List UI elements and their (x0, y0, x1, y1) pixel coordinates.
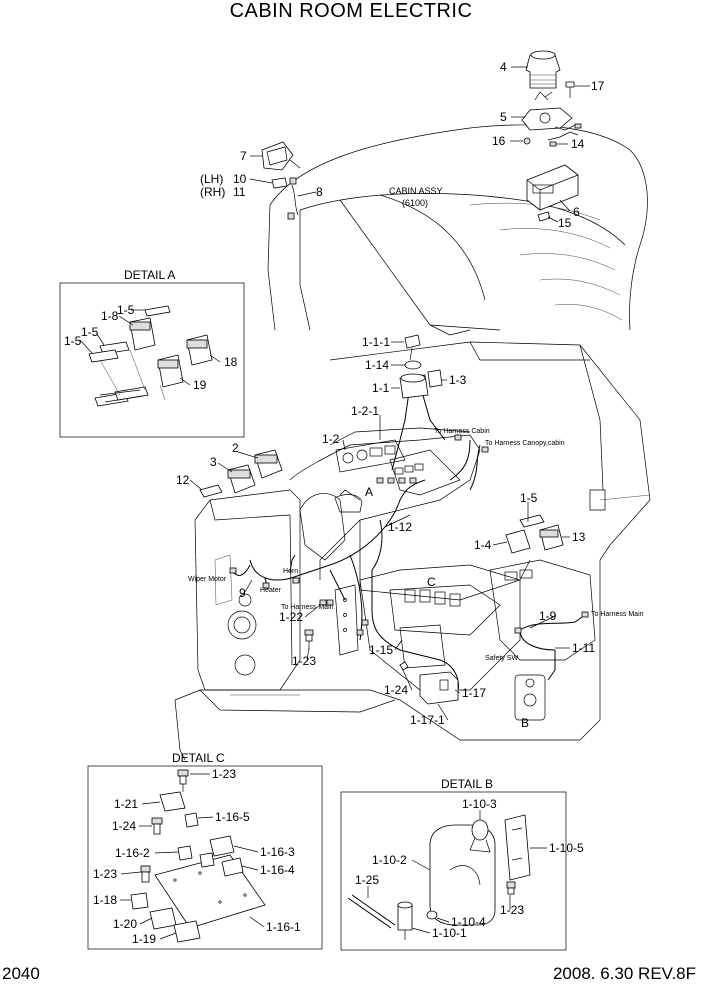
label-c-1-19: 1-19 (132, 932, 156, 946)
label-lh: (LH) (200, 172, 223, 186)
label-c-1-16-1: 1-16-1 (266, 920, 301, 934)
wiper-motor-label: Wiper Motor (188, 576, 227, 583)
safety-sw-label: Safety SW (485, 655, 518, 662)
detail-c-title: DETAIL C (172, 751, 225, 765)
ref-c-label: C (427, 575, 436, 589)
label-1-17-1: 1-17-1 (410, 713, 445, 727)
cabin-assembly-drawing (174, 124, 651, 761)
label-b-1-10-3: 1-10-3 (462, 797, 497, 811)
label-c-1-23-mid: 1-23 (93, 867, 117, 881)
beacon-lamp-group (261, 50, 582, 399)
ref-b-label: B (521, 716, 529, 730)
label-1-5-main: 1-5 (520, 491, 538, 505)
cabin-assy-label: CABIN ASSY (389, 186, 443, 196)
label-1-23-main: 1-23 (292, 654, 316, 668)
detail-a-title: DETAIL A (124, 268, 175, 282)
label-8: 8 (316, 185, 323, 199)
label-1-2: 1-2 (322, 432, 340, 446)
label-c-1-21: 1-21 (114, 797, 138, 811)
label-c-1-23-top: 1-23 (212, 767, 236, 781)
label-1-12: 1-12 (388, 520, 412, 534)
leader-lines (189, 66, 590, 721)
label-a-1-5-top: 1-5 (117, 303, 135, 317)
label-1-2-1: 1-2-1 (351, 404, 379, 418)
label-a-1-5-mid: 1-5 (81, 325, 99, 339)
to-harness-cabin-label: To Harness Cabin (434, 428, 490, 435)
label-a-1-5-left: 1-5 (64, 334, 82, 348)
label-c-1-16-3: 1-16-3 (260, 845, 295, 859)
detail-c-box (87, 765, 323, 950)
label-1-15: 1-15 (369, 643, 393, 657)
label-16: 16 (492, 134, 506, 148)
label-b-1-10-1: 1-10-1 (432, 926, 467, 940)
label-2: 2 (232, 441, 239, 455)
label-17: 17 (591, 79, 605, 93)
switch-group (199, 449, 564, 554)
to-harness-canopy-label: To Harness Canopy,cabin (485, 440, 565, 447)
label-1-4: 1-4 (474, 538, 492, 552)
label-14: 14 (571, 137, 585, 151)
label-b-1-25: 1-25 (355, 873, 379, 887)
page-number: 2040 (2, 964, 40, 983)
label-4: 4 (500, 60, 507, 74)
revision-date: 2008. 6.30 REV.8F (552, 964, 696, 983)
label-5: 5 (500, 110, 507, 124)
label-1-24-main: 1-24 (384, 683, 408, 697)
label-c-1-16-4: 1-16-4 (260, 863, 295, 877)
label-6: 6 (573, 205, 580, 219)
label-a-18: 18 (224, 355, 238, 369)
label-13: 13 (572, 530, 586, 544)
to-harness-main-right-label: To Harness Main (591, 611, 644, 618)
callout-labels: 4 17 5 16 14 7 (LH) 10 (RH) 11 8 CABIN A… (64, 60, 644, 946)
page-title: CABIN ROOM ELECTRIC (229, 0, 473, 22)
label-1-17: 1-17 (462, 686, 486, 700)
label-1-14: 1-14 (365, 358, 389, 372)
detail-b-title: DETAIL B (441, 777, 493, 791)
label-1-9: 1-9 (539, 609, 557, 623)
ref-a-label: A (365, 485, 373, 499)
label-1-3: 1-3 (449, 373, 467, 387)
label-c-1-24: 1-24 (112, 819, 136, 833)
label-a-19: 19 (193, 378, 207, 392)
label-1-1: 1-1 (372, 381, 390, 395)
label-c-1-16-2: 1-16-2 (115, 846, 150, 860)
label-1-1-1: 1-1-1 (362, 335, 390, 349)
label-10: 10 (233, 172, 247, 186)
heater-label: Heater (260, 587, 282, 594)
label-c-1-16-5: 1-16-5 (215, 810, 250, 824)
label-c-1-20: 1-20 (113, 917, 137, 931)
label-b-1-23: 1-23 (500, 903, 524, 917)
detail-a-box (59, 282, 245, 438)
label-9: 9 (239, 586, 246, 600)
horn-label: Horn (283, 568, 298, 575)
label-b-1-10-5: 1-10-5 (549, 841, 584, 855)
label-c-1-18: 1-18 (93, 893, 117, 907)
label-rh: (RH) (200, 185, 225, 199)
cabin-assy-number: (6100) (402, 198, 428, 208)
label-1-22: 1-22 (279, 610, 303, 624)
label-11: 11 (233, 185, 246, 199)
label-b-1-10-4: 1-10-4 (451, 915, 486, 929)
label-12: 12 (176, 473, 190, 487)
detail-b-box (340, 791, 567, 951)
label-3: 3 (210, 455, 217, 469)
label-15: 15 (558, 216, 572, 230)
label-a-1-8: 1-8 (101, 309, 119, 323)
to-harness-main-left-label: To Harness Main (281, 604, 334, 611)
label-1-11: 1-11 (572, 641, 595, 655)
label-b-1-10-2: 1-10-2 (372, 853, 407, 867)
label-7: 7 (240, 149, 247, 163)
